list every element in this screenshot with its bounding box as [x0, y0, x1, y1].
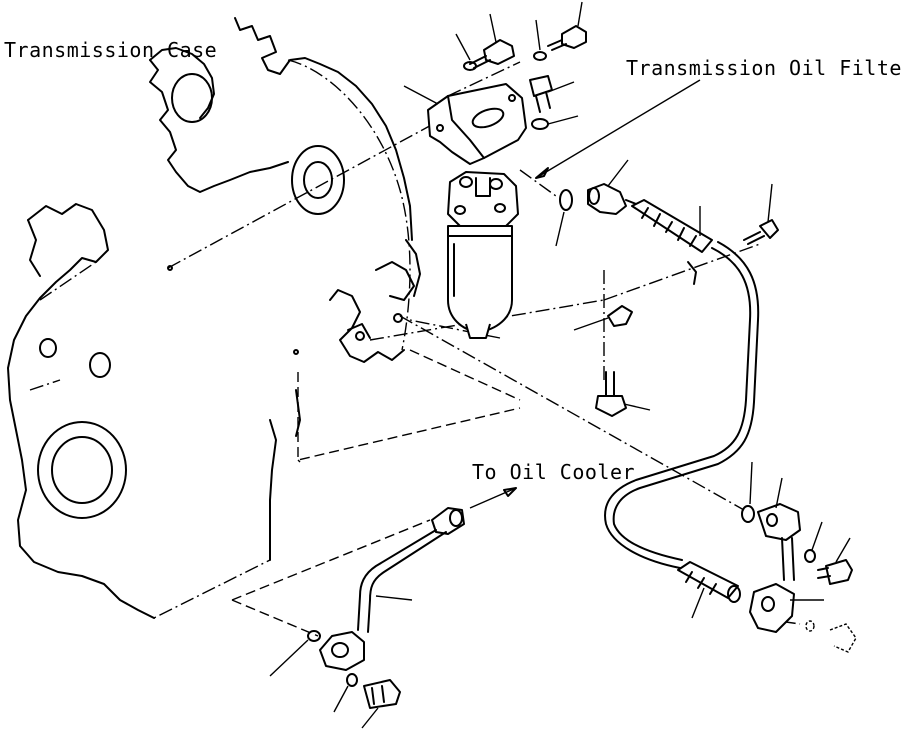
- outlet-elbow-and-hose: [587, 159, 779, 569]
- transmission-case-housing: [7, 17, 521, 619]
- filter-mounting-bracket: [403, 83, 527, 165]
- label-transmission-oil-filter: Transmission Oil Filter: [626, 56, 901, 80]
- lower-right-fittings: [677, 461, 857, 653]
- hose-clip-and-bolt: [573, 305, 651, 417]
- transmission-oil-filter: [447, 79, 701, 339]
- label-transmission-case: Transmission Case: [4, 38, 218, 62]
- oil-cooler-pipe: [269, 487, 517, 729]
- bracket-bolts: [455, 1, 587, 130]
- assembly-center-lines: [167, 61, 801, 637]
- label-to-oil-cooler: To Oil Cooler: [472, 460, 636, 484]
